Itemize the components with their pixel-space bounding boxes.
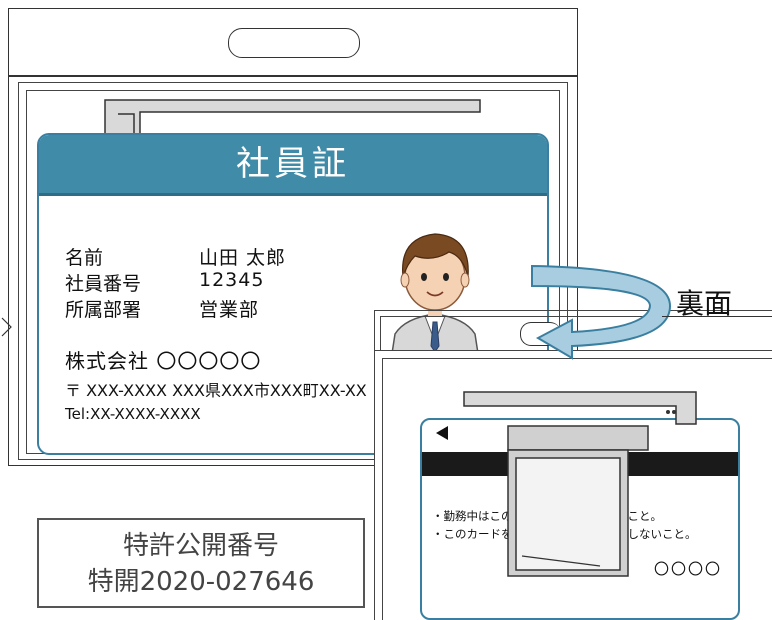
company-address: 〒 XXX-XXXX XXX県XXX市XXX町XX-XX [65,381,367,400]
back-clip-shape [463,391,697,577]
department-value: 営業部 [199,299,260,321]
department-label: 所属部署 [65,299,142,321]
company-name: 株式会社 〇〇〇〇〇 [65,349,262,373]
employee-number-label: 社員番号 [65,273,142,295]
name-value: 山田 太郎 [199,247,287,269]
patent-number: 特開2020-027646 [87,567,315,597]
holder-slot [228,28,360,58]
name-label: 名前 [65,247,104,269]
employee-number-value: 12345 [199,269,265,291]
employee-portrait-icon [390,233,480,361]
back-company-tail: 〇〇〇〇 [654,560,723,578]
back-label-underline [662,316,772,317]
arrow-left-icon [436,426,448,440]
chevron-right-icon [1,317,12,337]
back-side-label: 裏面 [676,287,733,320]
flip-arrow-icon [531,264,672,360]
company-tel: Tel:XX-XXXX-XXXX [65,405,201,423]
patent-info-box: 特許公開番号 特開2020-027646 [37,518,365,608]
back-holder-body-inner [382,358,772,620]
patent-title: 特許公開番号 [122,531,279,561]
card-title: 社員証 [39,135,547,193]
